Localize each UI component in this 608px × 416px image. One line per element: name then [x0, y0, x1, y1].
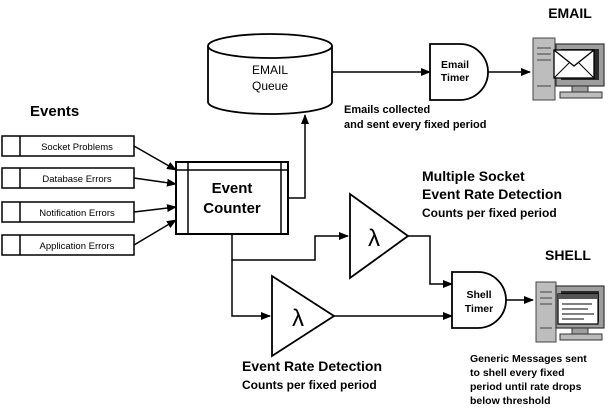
- arrow-multi-lambda-to-shell-timer: [408, 235, 453, 288]
- email-timer-line1: Email: [441, 59, 469, 71]
- multi-socket-line3: Counts per fixed period: [422, 206, 557, 220]
- multi-socket-line1: Multiple Socket: [422, 168, 525, 184]
- email-note-line2: and sent every fixed period: [344, 119, 486, 131]
- arrow-database-to-counter: [133, 177, 177, 187]
- event-item-label: Application Errors: [40, 241, 115, 252]
- lambda-symbol: λ: [292, 305, 304, 332]
- multi-socket-lambda-triangle: λ: [349, 192, 410, 280]
- event-item-label: Database Errors: [42, 174, 111, 185]
- shell-timer-gate: Shell Timer: [451, 271, 507, 329]
- counter-label-line1: Event: [212, 180, 253, 197]
- lambda-symbol: λ: [368, 225, 380, 252]
- email-computer-icon: [532, 37, 605, 101]
- rate-detection-line1: Event Rate Detection: [242, 358, 382, 374]
- event-item-socket-problems: Socket Problems: [1, 135, 135, 157]
- email-timer-gate: Email Timer: [429, 43, 489, 101]
- arrow-counter-to-queue: [288, 114, 309, 199]
- shell-label: SHELL: [545, 247, 591, 263]
- arrow-notification-to-counter: [133, 204, 177, 213]
- queue-label-line2: Queue: [252, 79, 288, 93]
- email-label: EMAIL: [548, 5, 592, 21]
- arrow-counter-to-rate-lambda: [231, 260, 271, 320]
- event-counter-box: Event Counter: [175, 161, 289, 235]
- shell-timer-line1: Shell: [466, 289, 491, 301]
- counter-label-line2: Counter: [203, 200, 261, 217]
- event-item-notification-errors: Notification Errors: [1, 201, 135, 223]
- event-item-label: Socket Problems: [41, 142, 113, 153]
- arrow-counter-to-multi-lambda: [231, 232, 349, 261]
- envelope-icon: [553, 49, 595, 79]
- events-title: Events: [30, 103, 79, 120]
- shell-note-line2: to shell every fixed: [470, 367, 565, 379]
- arrow-application-to-counter: [133, 219, 177, 246]
- email-note-line1: Emails collected: [344, 104, 430, 116]
- rate-detection-lambda-triangle: λ: [271, 274, 336, 358]
- terminal-window-icon: [557, 293, 599, 325]
- shell-note-line4: below threshold: [470, 395, 551, 407]
- shell-timer-line2: Timer: [465, 303, 493, 315]
- event-item-application-errors: Application Errors: [1, 234, 135, 256]
- shell-computer-icon: [535, 281, 605, 343]
- queue-label-line1: EMAIL: [252, 63, 288, 77]
- event-item-database-errors: Database Errors: [1, 167, 135, 189]
- shell-note-line3: period until rate drops: [470, 381, 582, 393]
- multi-socket-line2: Event Rate Detection: [422, 186, 562, 202]
- rate-detection-line2: Counts per fixed period: [242, 378, 377, 392]
- shell-note-line1: Generic Messages sent: [470, 353, 587, 365]
- event-item-label: Notification Errors: [39, 208, 115, 219]
- email-timer-line2: Timer: [441, 72, 469, 84]
- arrow-socket-to-counter: [133, 145, 177, 171]
- email-queue-cylinder: EMAIL Queue: [207, 33, 333, 115]
